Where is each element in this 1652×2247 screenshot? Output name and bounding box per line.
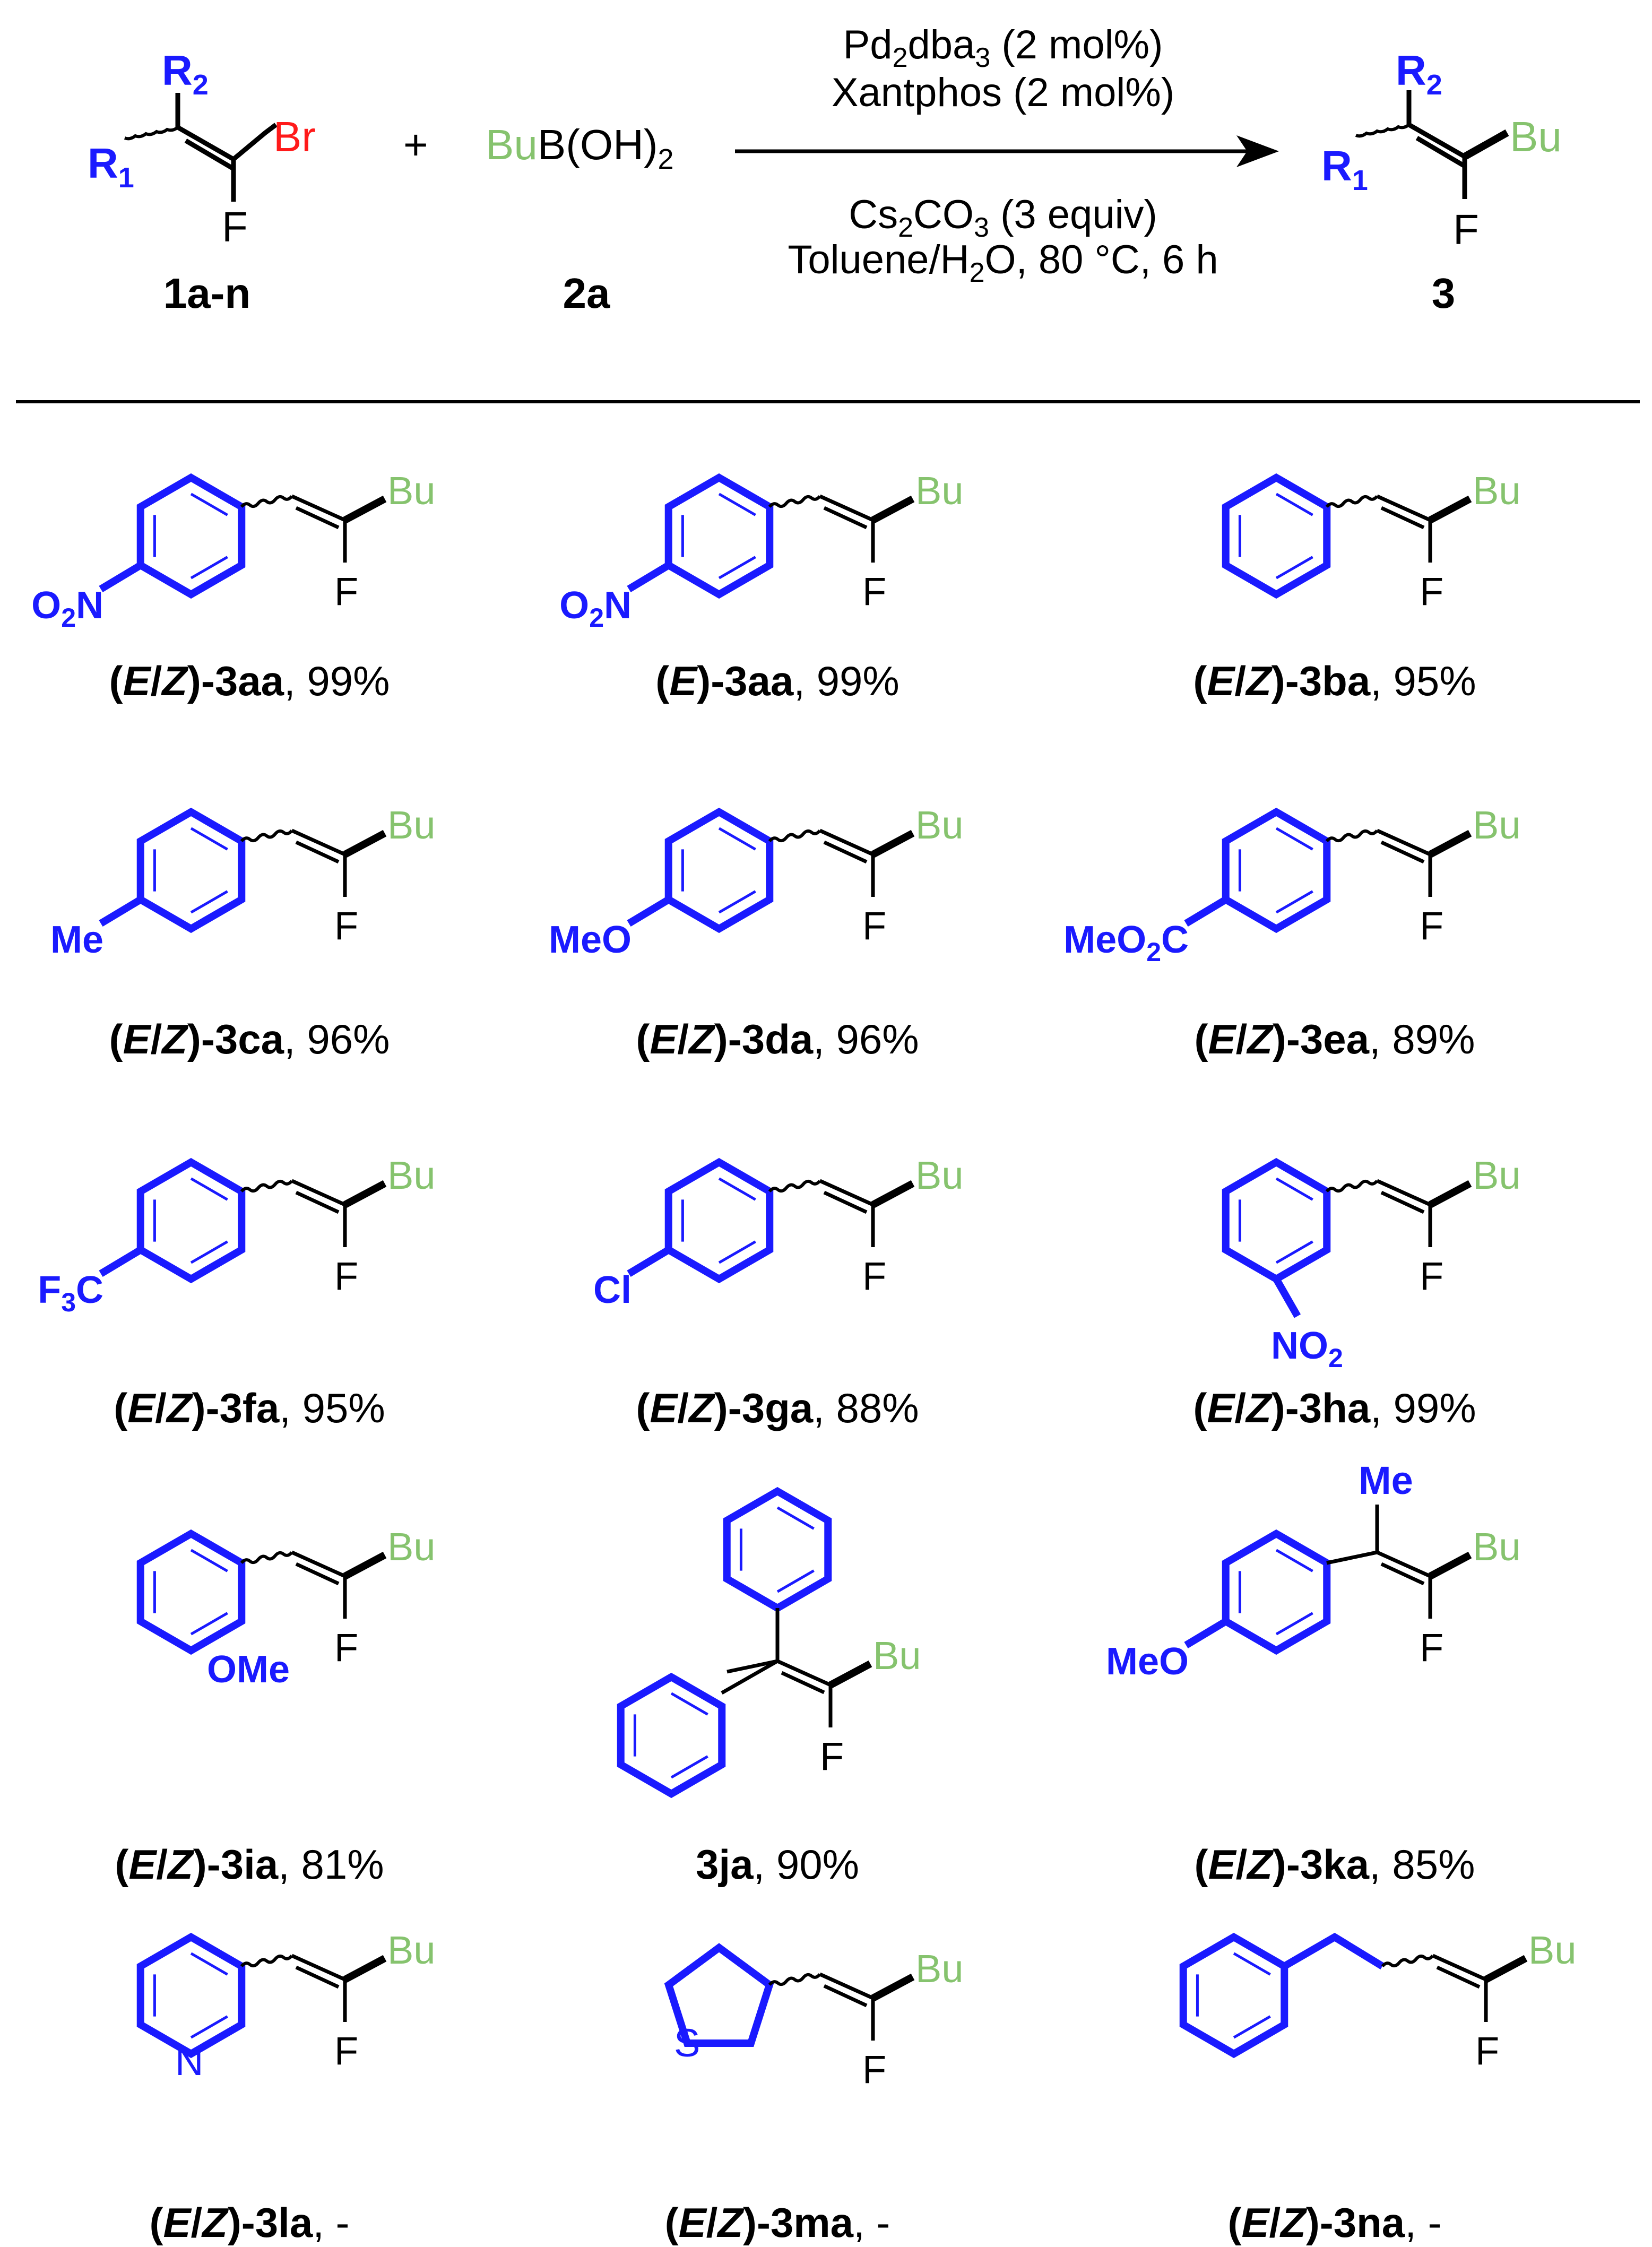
butyl-label: Bu <box>1473 1525 1521 1569</box>
thiophene-ring <box>664 1943 774 2047</box>
svg-text:Pd2dba3 (2 mol%): Pd2dba3 (2 mol%) <box>843 22 1163 73</box>
sulfur-label: S <box>674 2021 700 2065</box>
svg-text:F: F <box>1453 206 1479 253</box>
product-3ia-9: BuF OMe (E/Z)-3ia, 81% <box>115 1525 435 1888</box>
fluorine-label: F <box>334 1626 358 1670</box>
reaction-arrow <box>735 135 1279 167</box>
compound-caption: (E/Z)-3ba, 95% <box>1193 658 1476 704</box>
butyl-label: Bu <box>915 1153 964 1197</box>
reactant-1: R2 R1 Br F <box>88 47 316 250</box>
substituent-label: Cl <box>593 1269 632 1311</box>
product-3ca-3: BuF Me (E/Z)-3ca, 96% <box>50 803 436 1062</box>
butyl-label: Bu <box>1528 1928 1577 1972</box>
phenyl-ring <box>617 1672 726 1799</box>
product-3na-14: BuF (E/Z)-3na, - <box>1179 1928 1577 2246</box>
compound-caption: (E/Z)-3da, 96% <box>636 1016 919 1062</box>
substituent-label: F3C <box>38 1269 103 1317</box>
fluorine-label: F <box>334 904 358 948</box>
fluorine-label: F <box>334 1254 358 1298</box>
compound-caption: (E/Z)-3ka, 85% <box>1195 1841 1475 1888</box>
fluorine-label: F <box>820 1734 844 1778</box>
compound-caption: (E/Z)-3na, - <box>1227 2199 1441 2246</box>
fluorine-label: F <box>1420 904 1443 948</box>
svg-text:Cs2CO3 (3 equiv): Cs2CO3 (3 equiv) <box>849 192 1157 243</box>
svg-text:R2: R2 <box>1396 47 1442 101</box>
reagent-boronic-acid: BuB(OH)2 <box>486 121 674 175</box>
reaction-conditions: Pd2dba3 (2 mol%) Xantphos (2 mol%) Cs2CO… <box>788 22 1218 288</box>
product-3aa-1: BuF O2N (E)-3aa, 99% <box>559 469 963 704</box>
compound-caption: (E/Z)-3la, - <box>149 2199 349 2246</box>
fluorine-label: F <box>862 904 886 948</box>
substituent-label: O2N <box>31 584 103 633</box>
svg-text:BuB(OH)2: BuB(OH)2 <box>486 121 674 175</box>
compound-caption: (E/Z)-3fa, 95% <box>114 1385 385 1431</box>
substituent-label: MeO <box>549 919 632 961</box>
product-3aa-0: BuF O2N(E/Z)-3aa, 99% <box>31 469 435 704</box>
fluorine-label: F <box>334 569 358 613</box>
compound-caption: (E/Z)-3ma, - <box>665 2199 890 2246</box>
butyl-label: Bu <box>1473 1153 1521 1197</box>
fluorine-label: F <box>1475 2029 1499 2073</box>
butyl-label: Bu <box>915 469 964 513</box>
substituent-label: O2N <box>559 584 632 633</box>
svg-text:Bu: Bu <box>1510 113 1562 160</box>
product-3ha-8: BuF NO2 (E/Z)-3ha, 99% <box>1193 1153 1520 1431</box>
butyl-label: Bu <box>387 803 436 847</box>
label-reagent: 2a <box>563 270 610 317</box>
compound-caption: (E/Z)-3ia, 81% <box>115 1841 384 1888</box>
butyl-label: Bu <box>387 1928 436 1972</box>
product-3ja-10: BuF 3ja, 90% <box>617 1487 921 1888</box>
butyl-label: Bu <box>1473 803 1521 847</box>
label-reactant: 1a-n <box>163 270 251 317</box>
fluorine-label: F <box>862 2047 886 2092</box>
substituent-label: NO2 <box>1271 1325 1343 1373</box>
methyl-label: Me <box>1359 1458 1413 1502</box>
compound-caption: (E/Z)-3ca, 96% <box>109 1016 390 1062</box>
substituent-label: OMe <box>207 1648 290 1691</box>
plus-sign: + <box>403 121 428 168</box>
nitrogen-label: N <box>175 2039 203 2084</box>
compound-caption: (E/Z)-3ha, 99% <box>1193 1385 1476 1431</box>
svg-text:Toluene/H2O, 80 °C, 6 h: Toluene/H2O, 80 °C, 6 h <box>788 237 1218 288</box>
compound-caption: (E/Z)-3ga, 88% <box>636 1385 919 1431</box>
substituent-label: MeO2C <box>1063 919 1189 967</box>
r1-label: R1 <box>88 140 134 194</box>
compound-caption: 3ja, 90% <box>696 1841 859 1888</box>
substituent-label: Me <box>50 919 103 961</box>
butyl-label: Bu <box>1473 469 1521 513</box>
r2-label: R2 <box>162 47 209 101</box>
product-3ma-13: S BuF (E/Z)-3ma, - <box>664 1943 964 2246</box>
substituent-label: MeO <box>1106 1640 1189 1683</box>
compound-caption: (E/Z)-3aa, 99% <box>109 658 390 704</box>
butyl-label: Bu <box>387 469 436 513</box>
butyl-label: Bu <box>873 1634 921 1678</box>
butyl-label: Bu <box>915 1947 964 1991</box>
fluorine-label: F <box>1420 1626 1443 1670</box>
product-3fa-6: BuF F3C (E/Z)-3fa, 95% <box>38 1153 435 1431</box>
product-3da-4: BuF MeO (E/Z)-3da, 96% <box>549 803 964 1062</box>
bromine-label: Br <box>273 113 316 160</box>
product-3ea-5: BuF MeO2C (E/Z)-3ea, 89% <box>1063 803 1520 1062</box>
fluorine-label: F <box>862 569 886 613</box>
butyl-label: Bu <box>387 1525 436 1569</box>
fluorine-label: F <box>222 203 248 250</box>
fluorine-label: F <box>1420 1254 1443 1298</box>
product-3ga-7: BuF Cl (E/Z)-3ga, 88% <box>593 1153 964 1431</box>
svg-text:Xantphos (2 mol%): Xantphos (2 mol%) <box>832 70 1174 115</box>
product-3ba-2: BuF (E/Z)-3ba, 95% <box>1193 469 1520 704</box>
fluorine-label: F <box>334 2029 358 2073</box>
butyl-label: Bu <box>387 1153 436 1197</box>
product-general: R2 R1 Bu F <box>1321 47 1562 253</box>
svg-text:R1: R1 <box>1321 142 1368 196</box>
compound-caption: (E)-3aa, 99% <box>655 658 899 704</box>
label-product: 3 <box>1432 270 1456 317</box>
butyl-label: Bu <box>915 803 964 847</box>
fluorine-label: F <box>1420 569 1443 613</box>
product-3la-12: N BuF (E/Z)-3la, - <box>136 1928 436 2246</box>
compound-caption: (E/Z)-3ea, 89% <box>1195 1016 1475 1062</box>
fluorine-label: F <box>862 1254 886 1298</box>
